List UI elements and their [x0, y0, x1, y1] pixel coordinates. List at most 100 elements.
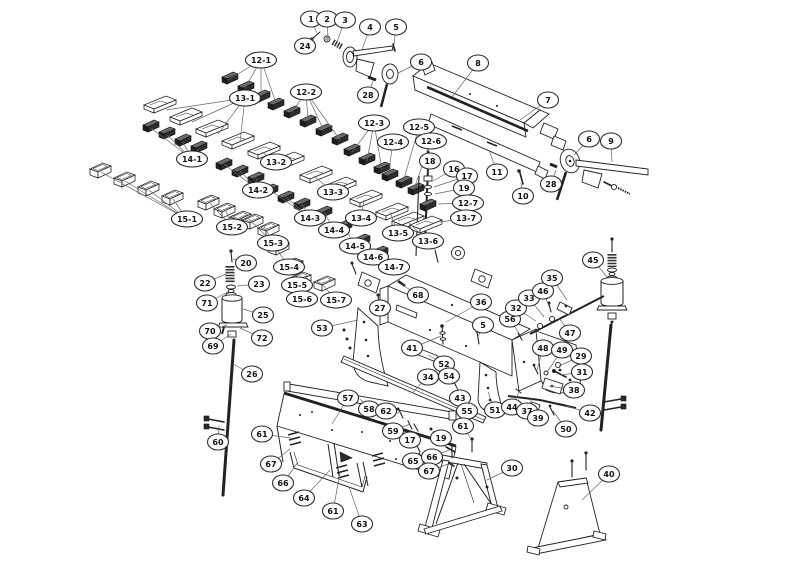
callout-34: 34: [416, 368, 440, 386]
right-counterweight-assembly-drawing: [596, 237, 628, 432]
svg-text:5: 5: [480, 321, 486, 330]
callout-50: 50: [554, 420, 578, 438]
svg-text:11: 11: [491, 168, 503, 177]
callout-12-6: 12-6: [414, 132, 448, 150]
svg-text:17: 17: [404, 436, 415, 445]
callout-12-2: 12-2: [289, 83, 323, 101]
callout-67: 67: [259, 455, 283, 473]
svg-text:57: 57: [342, 394, 353, 403]
callout-39: 39: [526, 409, 550, 427]
callout-14-5: 14-5: [338, 237, 372, 255]
callout-69: 69: [201, 337, 225, 355]
svg-text:15-4: 15-4: [279, 263, 299, 272]
callout-53: 53: [310, 319, 334, 337]
svg-text:61: 61: [256, 430, 268, 439]
svg-text:12-5: 12-5: [409, 123, 429, 132]
crank-handle-assembly-drawing: [310, 31, 399, 108]
svg-text:12-3: 12-3: [364, 119, 384, 128]
callout-13-2: 13-2: [259, 153, 293, 171]
callout-48: 48: [531, 339, 555, 357]
callout-13-3: 13-3: [316, 183, 350, 201]
callout-28: 28: [539, 175, 563, 193]
callout-15-7: 15-7: [319, 291, 353, 309]
svg-text:27: 27: [374, 304, 385, 313]
svg-text:16: 16: [448, 165, 460, 174]
svg-text:1: 1: [308, 15, 314, 24]
svg-text:7: 7: [545, 96, 551, 105]
svg-text:32: 32: [510, 304, 521, 313]
svg-text:8: 8: [475, 59, 481, 68]
svg-text:14-2: 14-2: [248, 186, 268, 195]
callout-67: 67: [417, 462, 441, 480]
callout-40: 40: [597, 465, 621, 483]
svg-text:49: 49: [556, 346, 568, 355]
callout-12-4: 12-4: [376, 133, 410, 151]
callout-24: 24: [293, 37, 317, 55]
cam-handle-assembly-drawing: [549, 148, 649, 201]
callout-70: 70: [198, 322, 222, 340]
callout-72: 72: [250, 329, 274, 347]
svg-text:69: 69: [207, 342, 219, 351]
svg-text:65: 65: [407, 457, 419, 466]
svg-text:48: 48: [537, 344, 549, 353]
svg-text:64: 64: [298, 494, 310, 503]
svg-text:62: 62: [380, 407, 391, 416]
callout-61: 61: [321, 502, 345, 520]
callout-6: 6: [409, 53, 433, 71]
callout-43: 43: [448, 389, 472, 407]
svg-text:14-5: 14-5: [345, 242, 365, 251]
svg-text:25: 25: [257, 311, 269, 320]
callout-54: 54: [437, 367, 461, 385]
callout-31: 31: [570, 363, 594, 381]
callout-20: 20: [234, 254, 258, 272]
clamp-beam-drawing: [412, 61, 567, 151]
svg-text:13-5: 13-5: [388, 229, 408, 238]
svg-text:61: 61: [457, 422, 469, 431]
callout-14-2: 14-2: [241, 181, 275, 199]
slotted-bar-drawing: [427, 113, 549, 185]
callout-55: 55: [455, 402, 479, 420]
svg-text:54: 54: [443, 372, 455, 381]
callout-14-7: 14-7: [377, 258, 411, 276]
svg-text:51: 51: [489, 406, 501, 415]
callout-8: 8: [466, 54, 490, 72]
callout-61: 61: [250, 425, 274, 443]
svg-text:14-1: 14-1: [182, 155, 202, 164]
svg-text:12-4: 12-4: [383, 138, 403, 147]
svg-text:67: 67: [265, 460, 276, 469]
callout-14-3: 14-3: [293, 209, 327, 227]
callout-10: 10: [511, 187, 535, 205]
callout-17: 17: [398, 431, 422, 449]
callout-12-5: 12-5: [402, 118, 436, 136]
callout-15-6: 15-6: [285, 290, 319, 308]
callout-19: 19: [452, 179, 476, 197]
svg-text:14-7: 14-7: [384, 263, 404, 272]
svg-text:58: 58: [363, 405, 375, 414]
svg-text:53: 53: [316, 324, 327, 333]
callout-62: 62: [374, 402, 398, 420]
svg-text:35: 35: [546, 274, 558, 283]
callout-29: 29: [569, 347, 593, 365]
callout-68: 68: [406, 286, 430, 304]
bend-shaft-linkage-drawing: [529, 295, 605, 335]
callout-18: 18: [418, 152, 442, 170]
svg-text:29: 29: [575, 352, 587, 361]
svg-text:13-1: 13-1: [235, 94, 255, 103]
callout-15-2: 15-2: [215, 218, 249, 236]
svg-text:15-1: 15-1: [177, 215, 197, 224]
callout-60: 60: [206, 433, 230, 451]
callout-5: 5: [471, 316, 495, 334]
svg-text:38: 38: [568, 386, 580, 395]
svg-text:70: 70: [204, 327, 216, 336]
svg-text:33: 33: [523, 294, 534, 303]
callout-23: 23: [247, 275, 271, 293]
callout-30: 30: [500, 459, 524, 477]
callout-19: 19: [429, 429, 453, 447]
svg-text:13-4: 13-4: [351, 214, 371, 223]
svg-text:12-2: 12-2: [296, 88, 316, 97]
callout-64: 64: [292, 489, 316, 507]
svg-text:14-4: 14-4: [324, 226, 344, 235]
svg-text:44: 44: [506, 403, 518, 412]
svg-text:50: 50: [560, 425, 572, 434]
